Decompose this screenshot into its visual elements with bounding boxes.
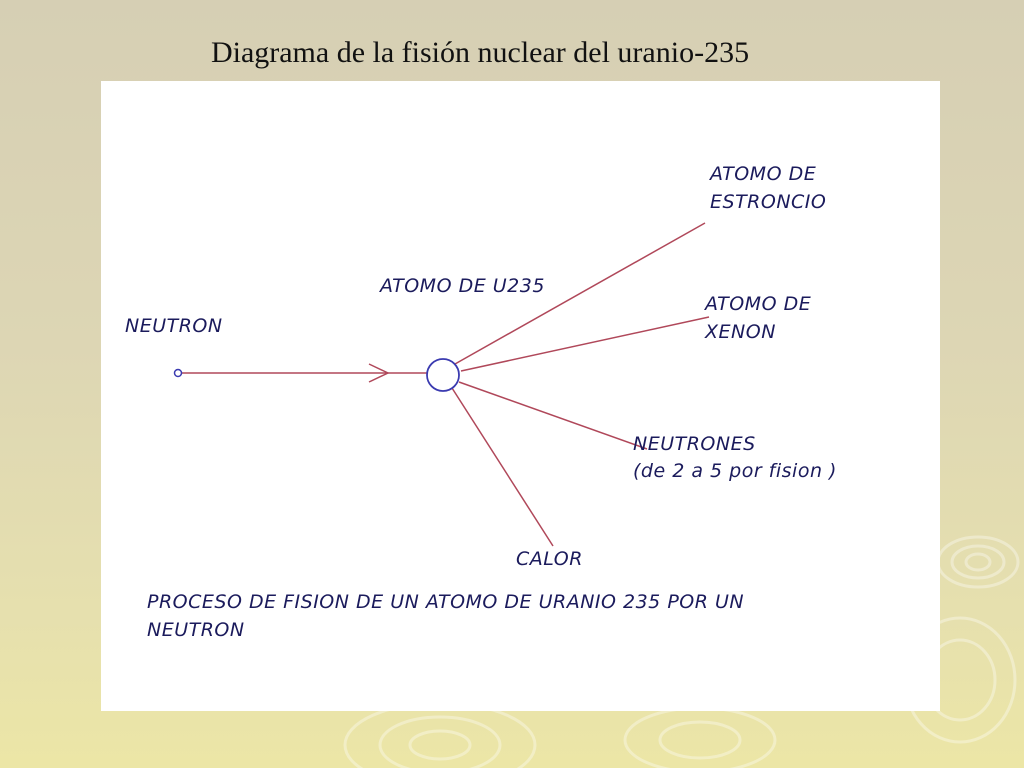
line-to-neutrons — [458, 381, 648, 450]
diagram-caption: PROCESO DE FISION DE UN ATOMO DE URANIO … — [147, 591, 751, 641]
u235-atom — [426, 358, 460, 392]
line-to-heat — [451, 387, 554, 547]
label-xenon: ATOMO DE XENON — [703, 293, 818, 343]
line-to-xenon — [460, 316, 710, 372]
label-neutrons: NEUTRONES (de 2 a 5 por fision ) — [633, 433, 837, 482]
neutron-particle — [173, 368, 183, 378]
diagram-panel — [101, 81, 940, 711]
label-strontium: ATOMO DE ESTRONCIO — [708, 163, 826, 213]
label-neutron: NEUTRON — [125, 315, 223, 337]
slide-title: Diagrama de la fisión nuclear del uranio… — [210, 36, 750, 69]
label-heat: CALOR — [516, 548, 583, 570]
label-u235: ATOMO DE U235 — [378, 275, 545, 297]
arrow-head-icon — [368, 363, 390, 383]
fission-diagram: NEUTRON ATOMO DE U235 ATOMO DE ESTRONCIO… — [125, 163, 837, 641]
line-to-strontium — [454, 222, 706, 365]
